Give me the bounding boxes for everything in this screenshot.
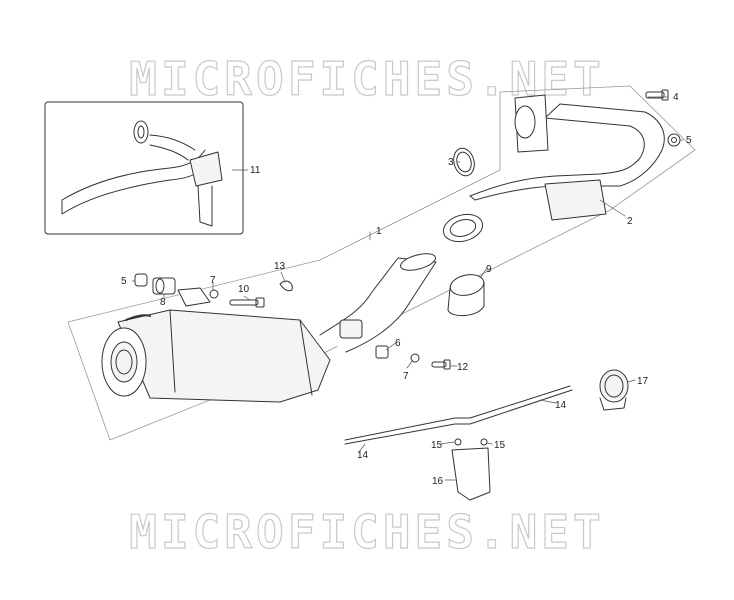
callout-8: 8	[160, 297, 166, 308]
callout-5-right: 5	[686, 135, 692, 146]
nut-5-left	[134, 273, 148, 287]
callout-16: 16	[432, 476, 444, 487]
spacer	[152, 277, 176, 295]
callout-11: 11	[250, 165, 261, 176]
bolt-12	[431, 359, 451, 370]
callout-4: 4	[673, 92, 679, 103]
header-pipe	[442, 94, 665, 243]
callout-3: 3	[448, 157, 454, 168]
callout-12: 12	[457, 362, 469, 373]
nut-5-right	[667, 133, 681, 147]
gasket	[453, 147, 475, 177]
callout-15-right: 15	[494, 440, 506, 451]
callout-5-left: 5	[121, 276, 127, 287]
clamp-6	[375, 345, 389, 359]
bracket-16	[451, 447, 491, 501]
clip-13	[279, 280, 293, 292]
callout-13: 13	[274, 261, 286, 272]
washer-7-top	[209, 289, 219, 299]
bolt-15-left	[454, 438, 462, 446]
callout-9: 9	[486, 264, 492, 275]
callout-10: 10	[238, 284, 250, 295]
leader-lines	[131, 96, 684, 481]
callout-15-left: 15	[431, 440, 443, 451]
bolt-15-right	[480, 438, 488, 446]
bolt-4	[645, 89, 669, 101]
support-rod	[344, 385, 573, 445]
mid-pipe	[319, 253, 437, 353]
gasket-inner	[456, 151, 472, 173]
callout-14-right: 14	[555, 400, 567, 411]
muffler	[101, 309, 331, 403]
callout-6: 6	[395, 338, 401, 349]
watermark-bottom: MICROFICHES.NET	[129, 504, 605, 559]
callout-7-bottom: 7	[403, 371, 409, 382]
bolt-10	[229, 297, 265, 308]
callout-14-left: 14	[357, 450, 369, 461]
muffler-bracket	[177, 287, 211, 307]
callout-17: 17	[637, 376, 649, 387]
filter-17	[599, 369, 629, 411]
washer-7-bottom	[410, 353, 420, 363]
callout-1: 1	[376, 226, 382, 237]
sleeve	[447, 274, 485, 316]
callout-7-top: 7	[210, 275, 216, 286]
inset-box-header-pipe-alt	[44, 101, 244, 235]
callout-2: 2	[627, 216, 633, 227]
